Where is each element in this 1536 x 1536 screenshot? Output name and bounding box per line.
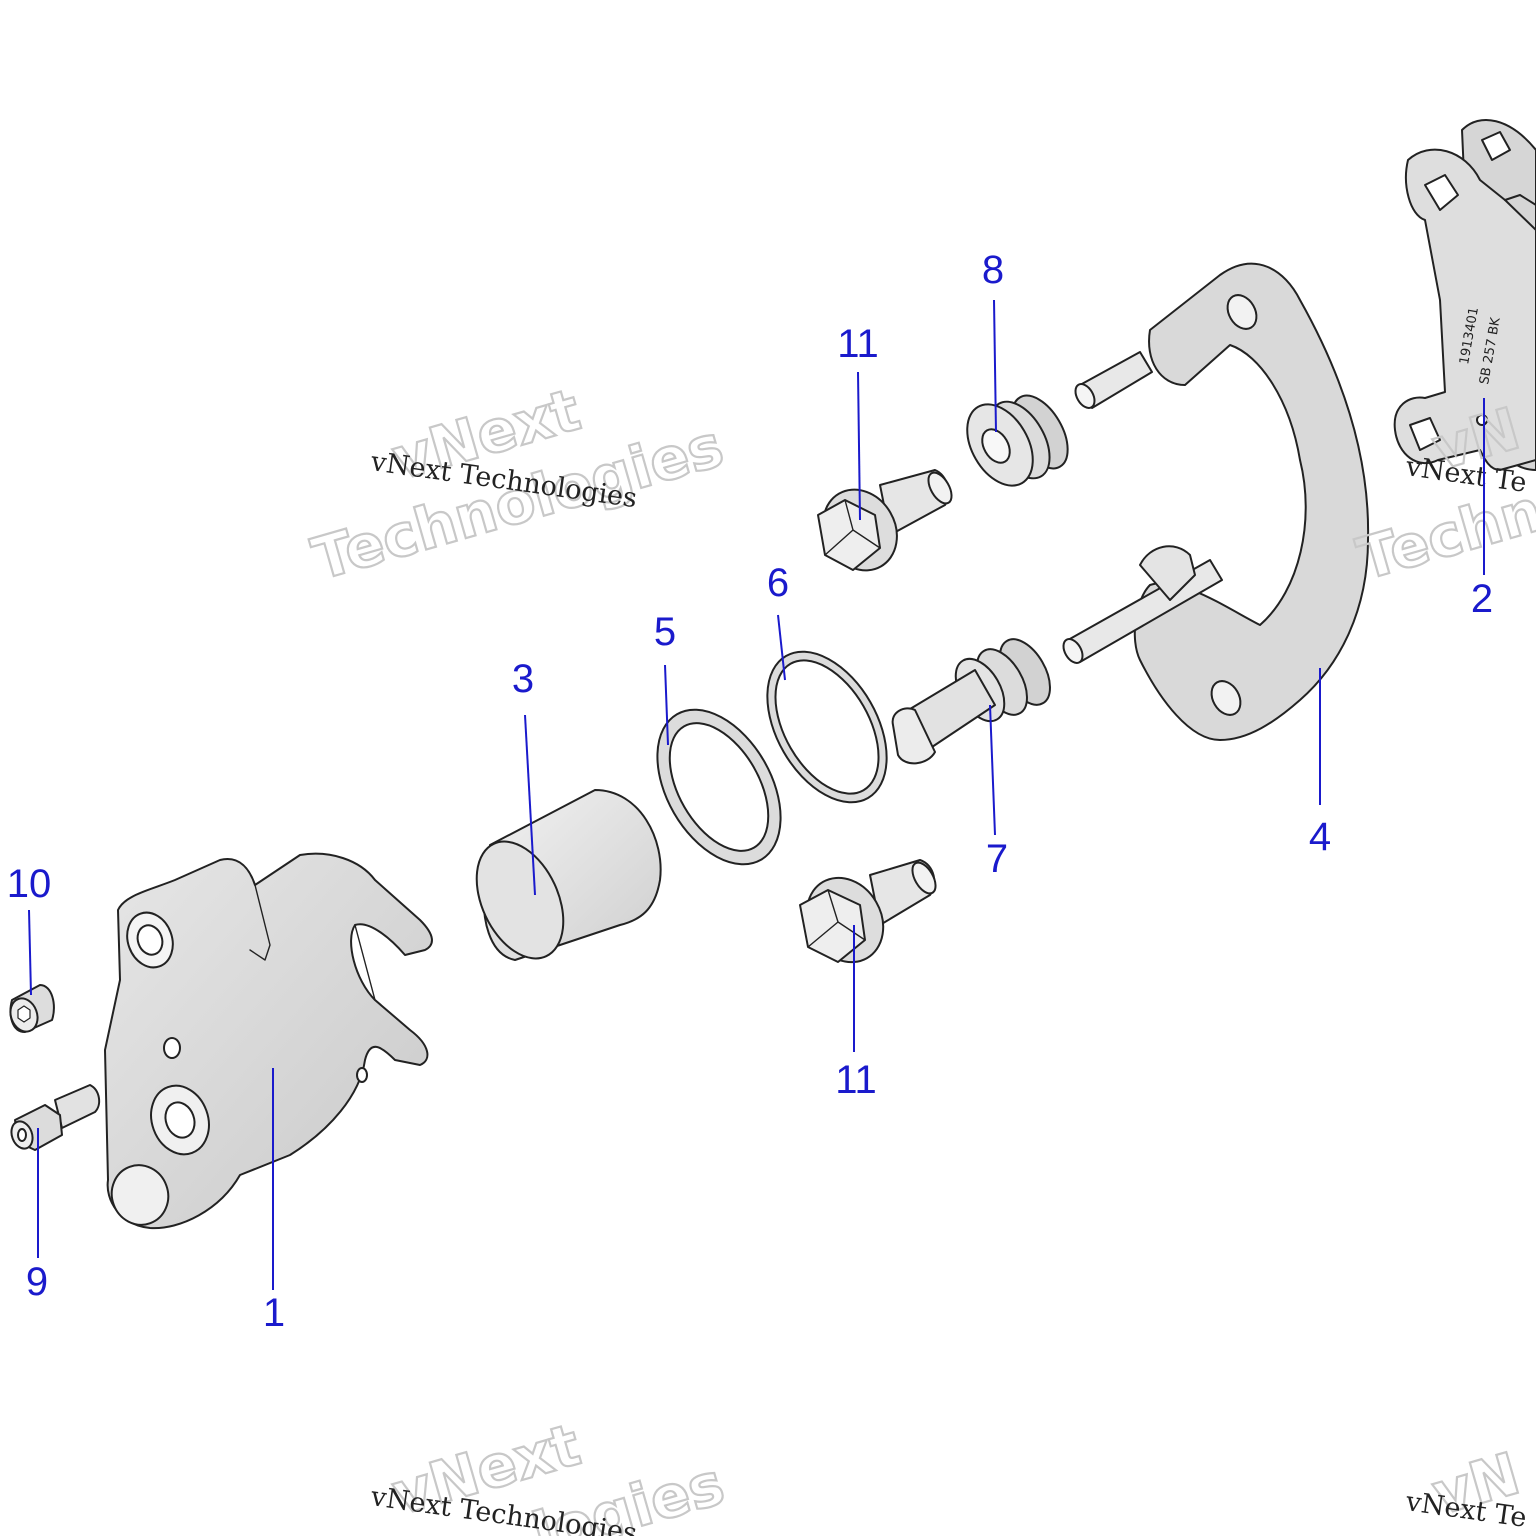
piston-seal [656,708,782,866]
leader-line-8 [993,299,997,433]
callout-10: 10 [7,862,52,906]
bleeder-cap [9,984,55,1033]
dust-seal [766,650,888,804]
callout-5: 5 [654,610,676,654]
piston [475,789,662,961]
callout-11-lower: 11 [835,1058,877,1102]
caliper-bracket [1062,262,1370,741]
callout-3: 3 [512,657,534,701]
callout-11-upper: 11 [837,322,879,366]
leader-line-3 [524,714,536,896]
leader-line-6 [777,614,786,681]
flange-bolt-lower [799,859,937,964]
callout-6: 6 [767,561,789,605]
flange-bolt-upper [817,469,953,572]
callout-7: 7 [986,837,1008,881]
brake-pad: 1913401 SB 257 BK [1393,119,1536,471]
bleeder-screw [10,1084,101,1151]
leader-line-7 [989,704,996,836]
slide-pin-boot-lower [891,638,1051,765]
slide-pin-boot-upper [966,394,1069,487]
leader-line-10 [28,909,32,996]
leader-line-11a [857,371,861,521]
callout-1: 1 [263,1291,285,1335]
caliper-body [104,852,433,1230]
callout-9: 9 [26,1260,48,1304]
leader-line-5 [664,664,669,746]
callout-2: 2 [1471,577,1493,621]
callout-8: 8 [982,248,1004,292]
callout-4: 4 [1309,815,1331,859]
